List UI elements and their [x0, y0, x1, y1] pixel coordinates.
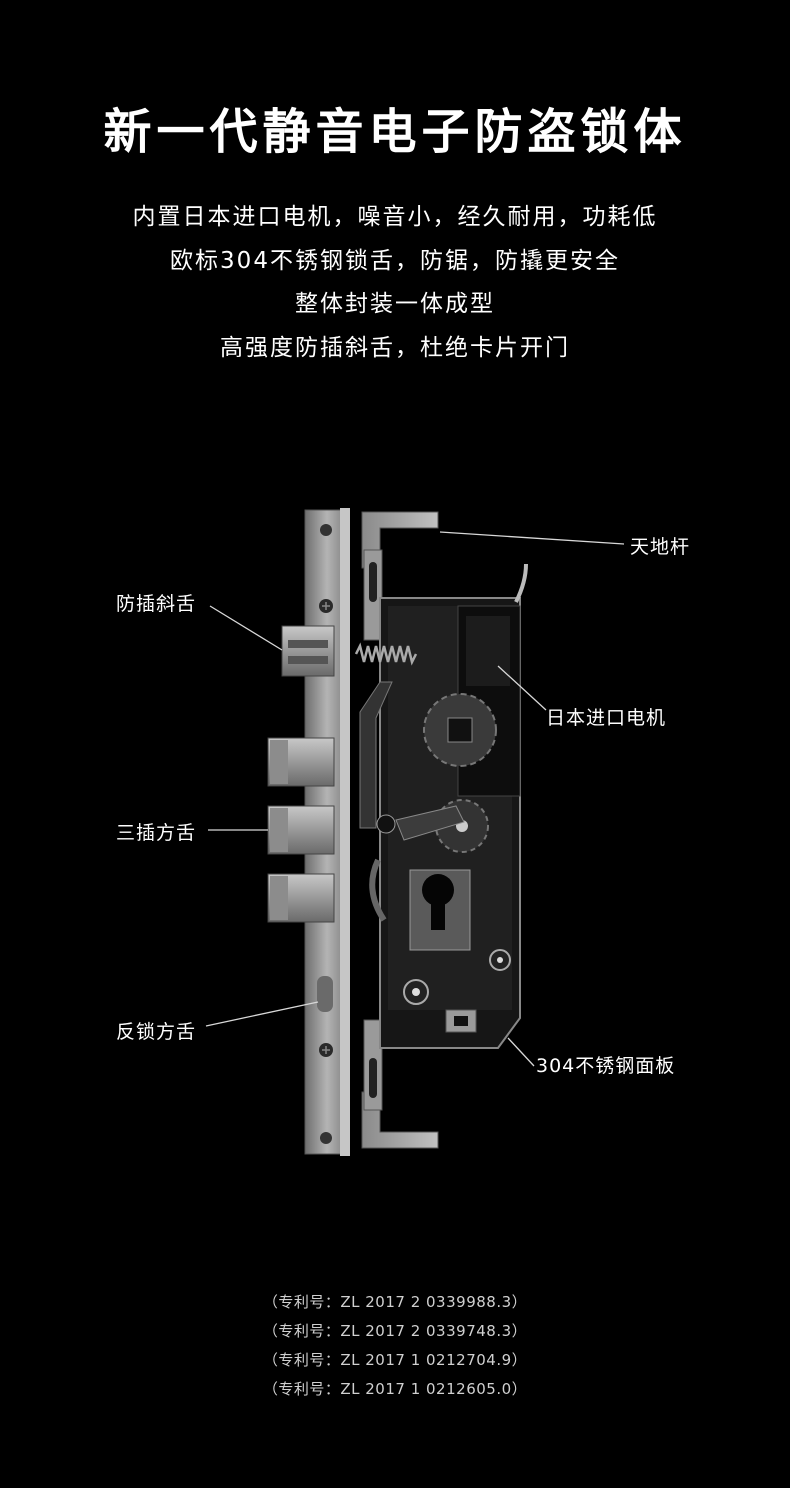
- feature-item: 高强度防插斜舌，杜绝卡片开门: [220, 334, 570, 361]
- feature-item: 整体封装一体成型: [295, 291, 495, 317]
- callout-square-bolts: 三插方舌: [116, 822, 197, 844]
- callout-motor: 日本进口电机: [546, 707, 667, 729]
- patent-item: （专利号：ZL 2017 1 0212704.9）: [262, 1351, 528, 1369]
- cylinder-plate: [409, 869, 471, 951]
- lock-body-illustration: [205, 508, 625, 1156]
- spring: [354, 642, 418, 666]
- levers: [359, 681, 465, 922]
- feature-item: 内置日本进口电机，噪音小，经久耐用，功耗低: [132, 204, 658, 230]
- callout-deadlock-bolt: 反锁方舌: [116, 1021, 197, 1043]
- anti-pick-latch: [281, 625, 335, 677]
- square-bolts: [267, 737, 335, 923]
- callout-panel: 304不锈钢面板: [536, 1055, 676, 1077]
- page-title: 新一代静音电子防盗锁体: [103, 104, 687, 160]
- patent-list: （专利号：ZL 2017 2 0339988.3） （专利号：ZL 2017 2…: [0, 1288, 790, 1404]
- patent-item: （专利号：ZL 2017 1 0212605.0）: [262, 1380, 528, 1398]
- top-rod: [361, 511, 439, 641]
- feature-item: 欧标304不锈钢锁舌，防锯，防撬更安全: [170, 247, 620, 274]
- lower-mechanism: [403, 949, 511, 1033]
- bottom-rod: [361, 1019, 439, 1149]
- feature-list: 内置日本进口电机，噪音小，经久耐用，功耗低 欧标304不锈钢锁舌，防锯，防撬更安…: [0, 196, 790, 370]
- patent-item: （专利号：ZL 2017 2 0339748.3）: [262, 1322, 528, 1340]
- callout-lines: [205, 531, 625, 1067]
- callout-anti-pick-latch: 防插斜舌: [116, 593, 197, 615]
- patent-item: （专利号：ZL 2017 2 0339988.3）: [262, 1293, 528, 1311]
- callout-tiandigan: 天地杆: [630, 536, 691, 558]
